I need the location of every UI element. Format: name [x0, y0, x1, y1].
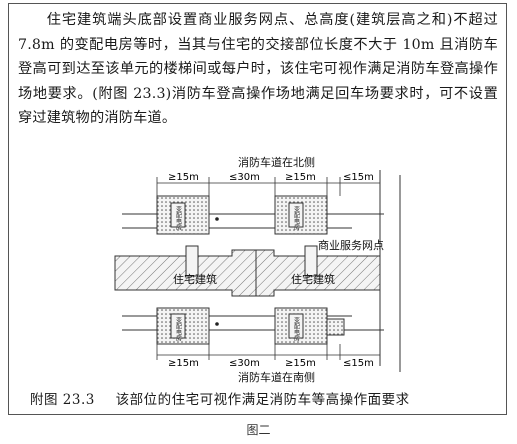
- south-road-label: 消防车道在南侧: [238, 370, 315, 384]
- paragraph-text: 住宅建筑端头底部设置商业服务网点、总高度(建筑层高之和)不超过 7.8m 的变配…: [18, 12, 498, 127]
- building-label-2: 住宅建筑: [291, 272, 335, 286]
- bottom-dim-2: ≤30m: [229, 358, 260, 369]
- bottom-marker-dot: [215, 322, 219, 326]
- residential-buildings: [114, 245, 381, 297]
- top-dim-2: ≤30m: [229, 172, 260, 183]
- top-marker-dot: [215, 217, 219, 221]
- bottom-dim-1: ≥15m: [168, 358, 199, 369]
- caption-number: 附图 23.3: [30, 392, 95, 408]
- top-dim-3: ≥15m: [285, 172, 316, 183]
- figure-caption: 附图 23.3 该部位的住宅可视作满足消防车等高操作面要求: [30, 388, 410, 408]
- figure-label: 图二: [246, 423, 271, 437]
- top-small-blocks: [156, 195, 328, 235]
- caption-text: 该部位的住宅可视作满足消防车等高操作面要求: [115, 392, 410, 408]
- building-label-1: 住宅建筑: [173, 272, 217, 286]
- bottom-dim-4: ≤15m: [343, 358, 374, 369]
- small-block-label-4: 变配电房: [293, 316, 300, 342]
- small-block-label-2: 变配电房: [293, 205, 300, 231]
- top-dim-4: ≤15m: [343, 172, 374, 183]
- description-paragraph: 住宅建筑端头底部设置商业服务网点、总高度(建筑层高之和)不超过 7.8m 的变配…: [18, 8, 498, 131]
- small-block-label-3: 变配电房: [175, 316, 182, 342]
- bottom-small-blocks: [156, 307, 345, 345]
- small-block-label-1: 变配电房: [175, 205, 182, 231]
- bottom-dim-3: ≥15m: [285, 358, 316, 369]
- commercial-label: 商业服务网点: [318, 238, 384, 252]
- vertical-reference-lines: [379, 170, 401, 372]
- top-dim-1: ≥15m: [168, 172, 199, 183]
- figure-frame: [8, 3, 507, 415]
- north-road-label: 消防车道在北侧: [238, 155, 315, 169]
- bottom-dimension-row: [156, 344, 381, 360]
